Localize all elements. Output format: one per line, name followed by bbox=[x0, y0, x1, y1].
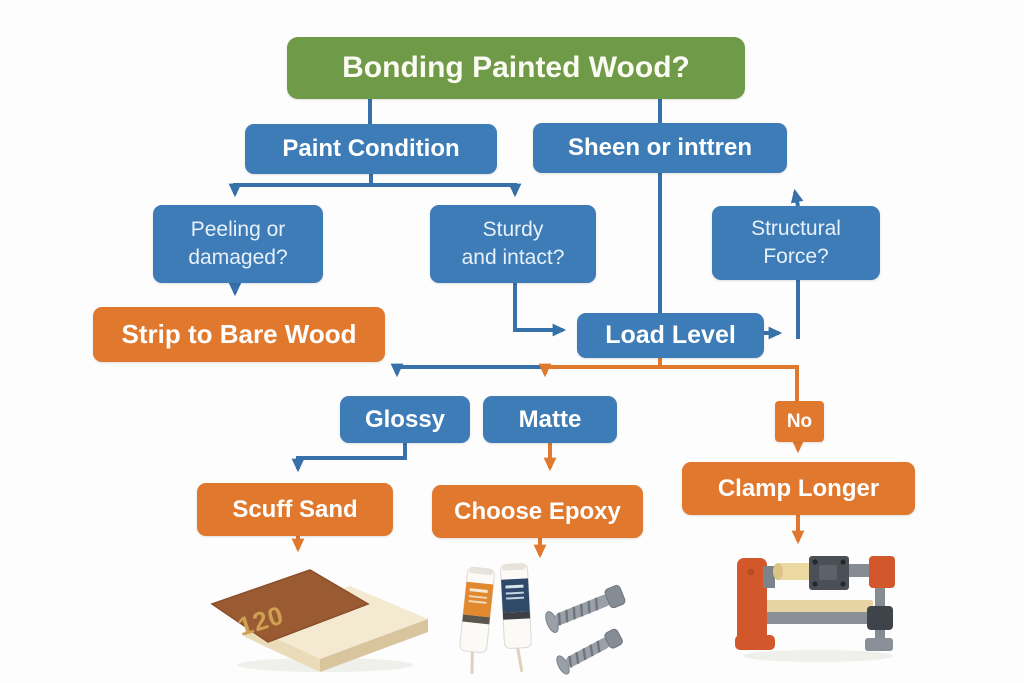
wood-block-side bbox=[320, 619, 428, 672]
clamp-longer-box: Clamp Longer bbox=[682, 462, 915, 515]
clamp-right-arm bbox=[869, 556, 895, 588]
clamp-left-arm bbox=[737, 558, 767, 650]
peeling-or-damaged-box: Peeling or damaged? bbox=[153, 205, 323, 283]
screw-large bbox=[545, 585, 626, 633]
strip-to-bare-wood-box: Strip to Bare Wood bbox=[93, 307, 385, 362]
choose-epoxy-box: Choose Epoxy bbox=[432, 485, 643, 538]
connector-glossy-to-scuff bbox=[291, 443, 407, 473]
glossy-box: Glossy bbox=[340, 396, 470, 443]
connector-load-up-to-structural-arrow bbox=[790, 188, 804, 207]
connector-load-split-to-glossy bbox=[390, 363, 545, 378]
paint-condition-box: Paint Condition bbox=[245, 124, 497, 174]
clamped-board bbox=[749, 600, 873, 612]
connector-sturdy-to-load bbox=[513, 283, 567, 337]
matte-box: Matte bbox=[483, 396, 617, 443]
scuff-sand-box: Scuff Sand bbox=[197, 483, 393, 536]
epoxy-tubes-and-screws-icon bbox=[459, 563, 626, 675]
load-level-box: Load Level bbox=[577, 313, 764, 358]
sandpaper-sheet-on-wood-block-icon: 120 bbox=[210, 569, 428, 672]
epoxy-tube-orange bbox=[459, 566, 495, 674]
bar-clamp-icon bbox=[735, 556, 895, 662]
title-box: Bonding Painted Wood? bbox=[287, 37, 745, 99]
sandpaper-sheet bbox=[212, 570, 368, 642]
wood-block-top bbox=[245, 586, 428, 659]
structural-force-box: Structural Force? bbox=[712, 206, 880, 280]
clamp-foot bbox=[865, 638, 893, 651]
clamp-knob bbox=[867, 606, 893, 630]
screw-small bbox=[556, 628, 623, 675]
no-box: No bbox=[775, 401, 824, 442]
sturdy-and-intact-box: Sturdy and intact? bbox=[430, 205, 596, 283]
epoxy-tube-navy bbox=[500, 563, 532, 673]
sheen-box: Sheen or inttren bbox=[533, 123, 787, 173]
connector-load-split-to-no bbox=[543, 365, 799, 401]
